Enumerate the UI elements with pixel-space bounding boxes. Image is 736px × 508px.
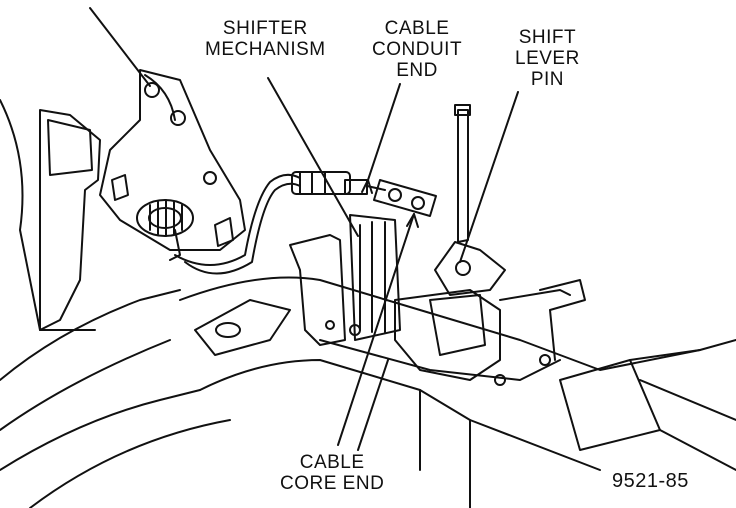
floor-tunnel <box>179 276 736 508</box>
label-cable-conduit-end: CABLE CONDUIT END <box>372 18 462 81</box>
leader-cable-core-end-2 <box>357 359 389 451</box>
shift-lever <box>434 104 506 296</box>
shifter-base <box>289 214 586 386</box>
label-cable-core-end: CABLE CORE END <box>280 452 384 494</box>
leader-shifter-mechanism <box>267 77 359 237</box>
leader-cable-conduit-end <box>367 83 401 181</box>
arrow-conduit <box>361 179 373 194</box>
leader-shift-lever-pin <box>459 91 519 263</box>
label-line: LEVER <box>515 48 580 69</box>
label-line: CONDUIT <box>372 39 463 60</box>
leader-cable-core-end <box>337 213 415 446</box>
leader-bracket <box>89 7 151 87</box>
label-line: CABLE <box>299 452 365 473</box>
label-shifter-mechanism: SHIFTER MECHANISM <box>205 18 326 60</box>
label-shift-lever-pin: SHIFT LEVER PIN <box>515 27 580 90</box>
label-line: PIN <box>530 69 564 90</box>
mounting-bracket <box>99 69 246 261</box>
arrow-core <box>406 213 419 228</box>
figure-number: 9521-85 <box>612 470 689 492</box>
label-line: MECHANISM <box>205 39 326 60</box>
label-line: SHIFTER <box>222 18 308 39</box>
label-line: END <box>396 60 438 81</box>
firewall-panel <box>0 99 231 508</box>
label-line: CABLE <box>384 18 450 39</box>
label-line: SHIFT <box>518 27 577 48</box>
label-line: CORE END <box>280 473 385 494</box>
